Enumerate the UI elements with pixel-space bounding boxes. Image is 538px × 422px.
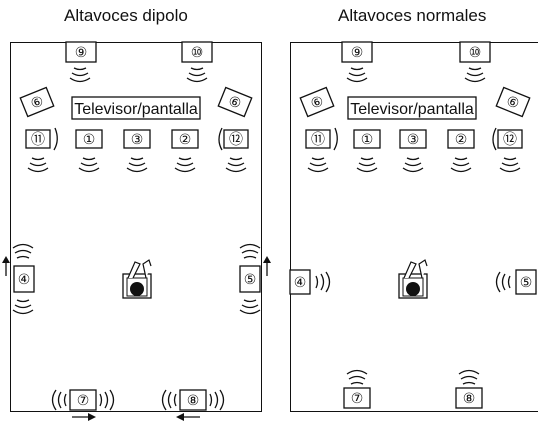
speaker-11: ⑪ — [25, 127, 58, 151]
sound-wave-icon — [161, 389, 177, 411]
speaker-4: ④ — [13, 265, 35, 293]
speaker-8-label: ⑧ — [463, 391, 476, 407]
speaker-6-left-label: ⑥ — [29, 93, 47, 113]
speaker-7-label: ⑦ — [77, 393, 90, 409]
sound-wave-icon — [99, 389, 115, 411]
speaker-5-label: ⑤ — [244, 272, 257, 288]
speaker-1: ① — [75, 129, 103, 149]
speaker-6-left: ⑥ — [19, 86, 55, 118]
normal-title: Altavoces normales — [338, 6, 487, 25]
speaker-2: ② — [447, 129, 475, 149]
sound-wave-icon — [402, 157, 424, 173]
direction-arrow-icon — [2, 256, 10, 276]
sound-wave-icon — [458, 369, 480, 385]
speaker-10: ⑩ — [181, 41, 213, 63]
speaker-10-label: ⑩ — [191, 45, 204, 61]
speaker-9-label: ⑨ — [351, 45, 364, 61]
sound-wave-icon — [356, 157, 378, 173]
speaker-7-label: ⑦ — [351, 391, 364, 407]
dipole-title: Altavoces dipolo — [64, 6, 188, 25]
speaker-2-label: ② — [455, 132, 468, 148]
speaker-8: ⑧ — [455, 387, 483, 409]
speaker-1: ① — [353, 129, 381, 149]
speaker-8: ⑧ — [179, 389, 207, 411]
listener-seat-icon — [122, 259, 152, 299]
sound-wave-icon — [126, 157, 148, 173]
sound-wave-icon — [346, 369, 368, 385]
speaker-10-label: ⑩ — [469, 45, 482, 61]
speaker-5: ⑤ — [239, 265, 261, 293]
listener-seat-icon — [398, 259, 428, 299]
sound-wave-icon — [346, 67, 368, 83]
sound-wave-icon — [450, 157, 472, 173]
sound-wave-icon — [307, 157, 329, 173]
sound-wave-icon — [209, 389, 225, 411]
sound-wave-icon — [186, 67, 208, 83]
speaker-5: ⑤ — [515, 269, 537, 295]
sound-wave-icon — [69, 67, 91, 83]
speaker-9-label: ⑨ — [75, 45, 88, 61]
speaker-1-label: ① — [361, 132, 374, 148]
speaker-10: ⑩ — [459, 41, 491, 63]
speaker-2: ② — [171, 129, 199, 149]
sound-wave-icon — [225, 157, 247, 173]
speaker-1-label: ① — [83, 132, 96, 148]
speaker-4-label: ④ — [294, 275, 307, 291]
sound-wave-icon — [27, 157, 49, 173]
speaker-6-left-label: ⑥ — [309, 93, 327, 113]
sound-wave-icon — [499, 157, 521, 173]
speaker-12-label: ⑫ — [503, 132, 517, 148]
speaker-9: ⑨ — [65, 41, 97, 63]
speaker-6-left: ⑥ — [299, 86, 335, 118]
sound-wave-icon — [239, 299, 261, 315]
sound-wave-icon — [495, 271, 511, 293]
sound-wave-icon — [464, 67, 486, 83]
tv-label: Televisor/pantalla — [350, 101, 474, 118]
speaker-8-label: ⑧ — [187, 393, 200, 409]
speaker-12: ⑫ — [492, 127, 523, 151]
tv-label: Televisor/pantalla — [74, 101, 198, 118]
speaker-6-right: ⑥ — [495, 86, 531, 118]
sound-wave-icon — [174, 157, 196, 173]
speaker-3: ③ — [123, 129, 151, 149]
sound-wave-icon — [78, 157, 100, 173]
sound-wave-icon — [51, 389, 67, 411]
speaker-11-label: ⑪ — [31, 132, 45, 148]
sound-wave-icon — [239, 243, 261, 259]
speaker-7: ⑦ — [343, 387, 371, 409]
speaker-3: ③ — [399, 129, 427, 149]
speaker-3-label: ③ — [407, 132, 420, 148]
speaker-4: ④ — [289, 269, 311, 295]
speaker-12-label: ⑫ — [229, 132, 243, 148]
speaker-7: ⑦ — [69, 389, 97, 411]
direction-arrow-icon — [263, 256, 271, 276]
sound-wave-icon — [12, 243, 34, 259]
tv-screen: Televisor/pantalla — [71, 96, 201, 120]
speaker-2-label: ② — [179, 132, 192, 148]
speaker-6-right-label: ⑥ — [226, 93, 244, 113]
speaker-11-label: ⑪ — [311, 132, 325, 148]
speaker-5-label: ⑤ — [520, 275, 533, 291]
sound-wave-icon — [12, 299, 34, 315]
sound-wave-icon — [315, 271, 331, 293]
speaker-11: ⑪ — [305, 127, 338, 151]
direction-arrow-icon — [176, 413, 200, 421]
speaker-12: ⑫ — [218, 127, 249, 151]
speaker-9: ⑨ — [341, 41, 373, 63]
tv-screen: Televisor/pantalla — [347, 96, 477, 120]
speaker-3-label: ③ — [131, 132, 144, 148]
speaker-6-right-label: ⑥ — [504, 93, 522, 113]
speaker-6-right: ⑥ — [217, 86, 253, 118]
direction-arrow-icon — [72, 413, 96, 421]
speaker-4-label: ④ — [18, 272, 31, 288]
